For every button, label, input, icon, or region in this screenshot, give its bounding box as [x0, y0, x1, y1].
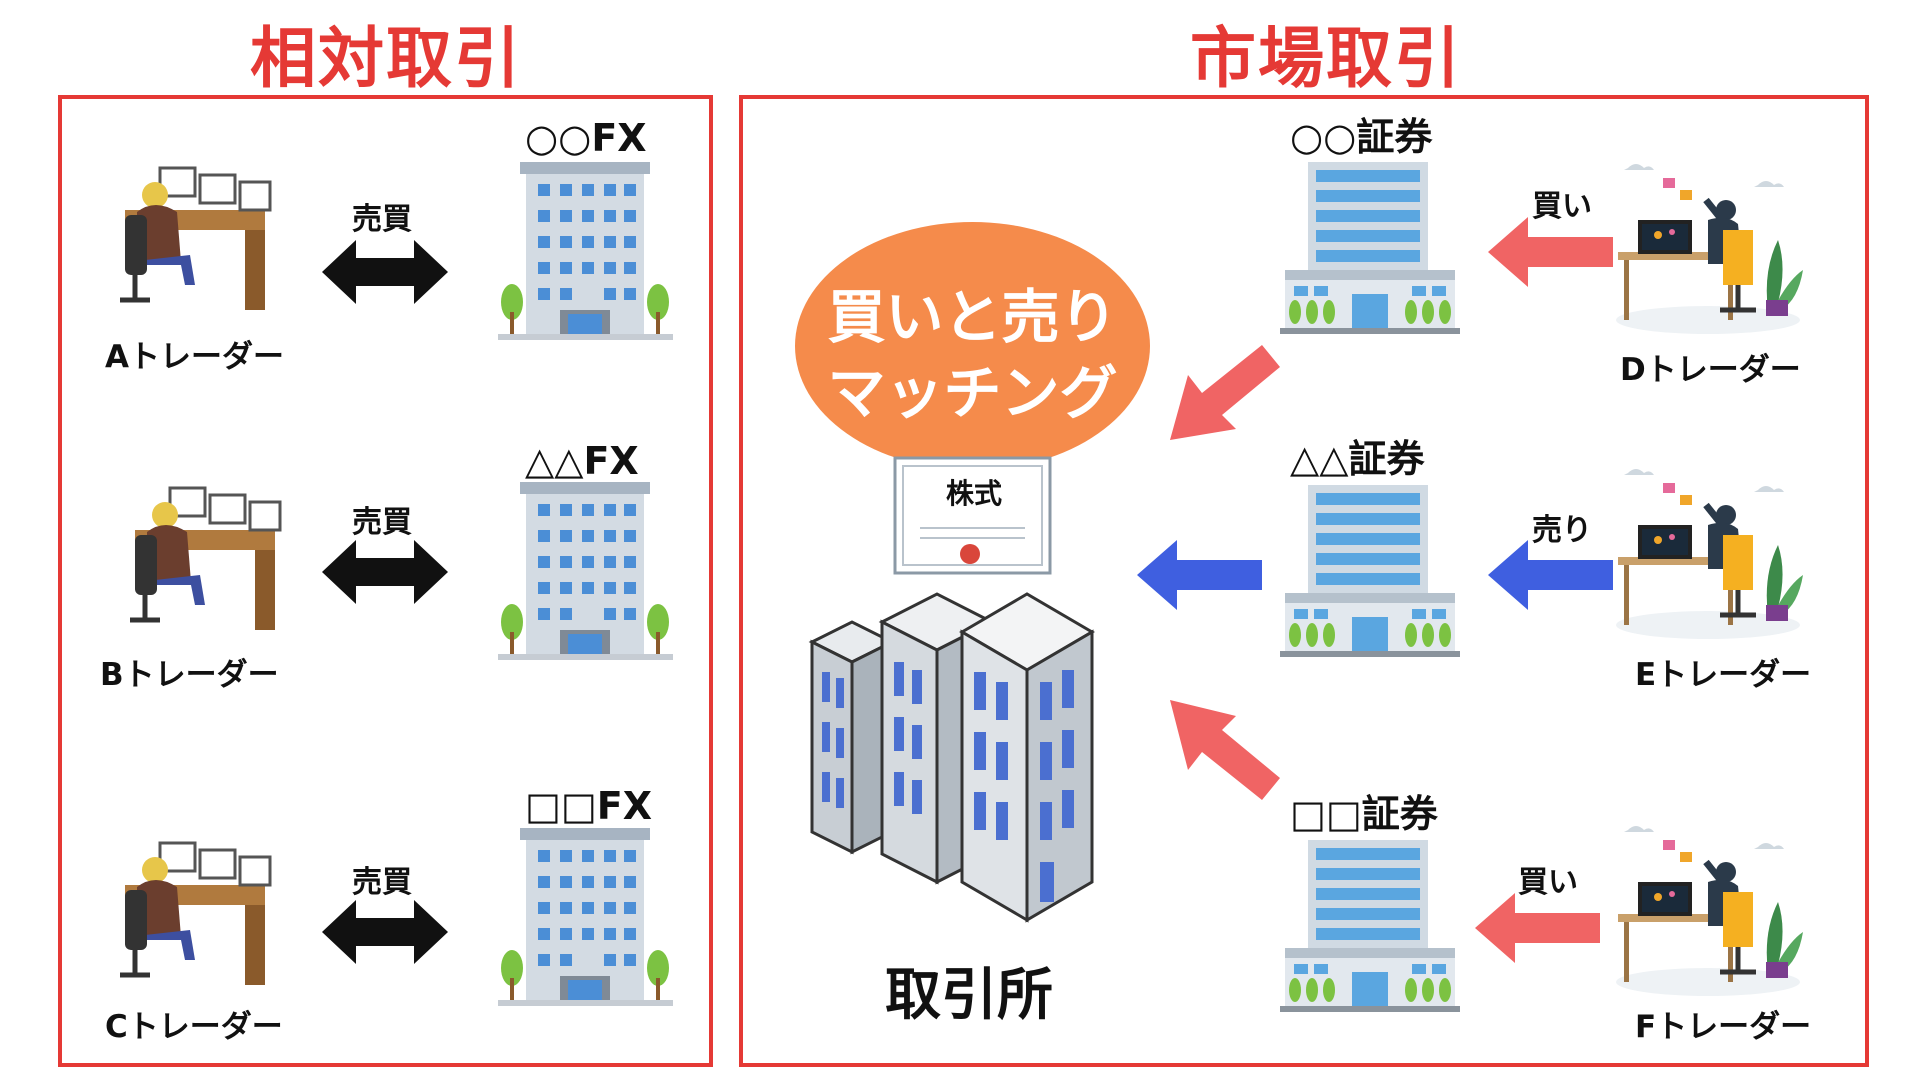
- exchange-buildings-icon: [808, 592, 1095, 923]
- trader-a-label: Aトレーダー: [105, 339, 284, 375]
- double-arrow-c-icon: [322, 900, 448, 964]
- matching-oval: 買いと売り マッチング: [795, 222, 1150, 470]
- arrow-bottom-to-exchange-icon: [1170, 700, 1280, 800]
- trader-f-icon: [1616, 826, 1803, 996]
- trader-c-icon: [120, 841, 272, 985]
- trader-d-icon: [1616, 164, 1803, 334]
- broker-a-label: ○○FX: [525, 116, 647, 160]
- fx-building-c-icon: [498, 828, 673, 1006]
- securities-d-label: ○○証券: [1290, 115, 1433, 159]
- trader-b-label: Bトレーダー: [100, 657, 279, 693]
- arrow-f-icon: [1475, 893, 1600, 963]
- action-d-label: 買い: [1532, 189, 1592, 224]
- trader-e-icon: [1616, 469, 1803, 639]
- exchange-label: 取引所: [885, 963, 1053, 1028]
- securities-building-e-icon: [1280, 485, 1460, 657]
- arrow-e-icon: [1488, 540, 1613, 610]
- securities-building-d-icon: [1280, 162, 1460, 334]
- arrow-middle-to-exchange-icon: [1137, 540, 1262, 610]
- stock-certificate-icon: [893, 456, 1052, 575]
- trader-b-icon: [130, 486, 282, 630]
- arrow-d-icon: [1488, 217, 1613, 287]
- fx-building-b-icon: [498, 482, 673, 660]
- securities-building-f-icon: [1280, 840, 1460, 1012]
- trader-f-label: Fトレーダー: [1635, 1009, 1812, 1045]
- action-c-label: 売買: [352, 865, 412, 900]
- certificate-label: 株式: [946, 477, 1003, 510]
- left-panel: [58, 95, 713, 1067]
- trader-d-label: Dトレーダー: [1620, 352, 1801, 388]
- matching-line-1: 買いと売り: [827, 283, 1118, 351]
- trader-a-icon: [120, 166, 272, 310]
- broker-c-label: □□FX: [525, 784, 653, 828]
- action-b-label: 売買: [352, 505, 412, 540]
- trader-e-label: Eトレーダー: [1635, 657, 1812, 693]
- left-section-title: 相対取引: [250, 20, 522, 97]
- right-section-title: 市場取引: [1190, 20, 1462, 97]
- securities-e-label: △△証券: [1290, 437, 1425, 481]
- fx-building-a-icon: [498, 162, 673, 340]
- right-panel: [739, 95, 1869, 1067]
- double-arrow-a-icon: [322, 240, 448, 304]
- action-e-label: 売り: [1532, 513, 1592, 548]
- trader-c-label: Cトレーダー: [105, 1009, 283, 1045]
- action-a-label: 売買: [352, 202, 412, 237]
- arrow-top-to-exchange-icon: [1170, 345, 1280, 440]
- broker-b-label: △△FX: [525, 439, 639, 483]
- securities-f-label: □□証券: [1290, 792, 1438, 836]
- action-f-label: 買い: [1518, 865, 1578, 900]
- double-arrow-b-icon: [322, 540, 448, 604]
- matching-line-2: マッチング: [827, 359, 1118, 427]
